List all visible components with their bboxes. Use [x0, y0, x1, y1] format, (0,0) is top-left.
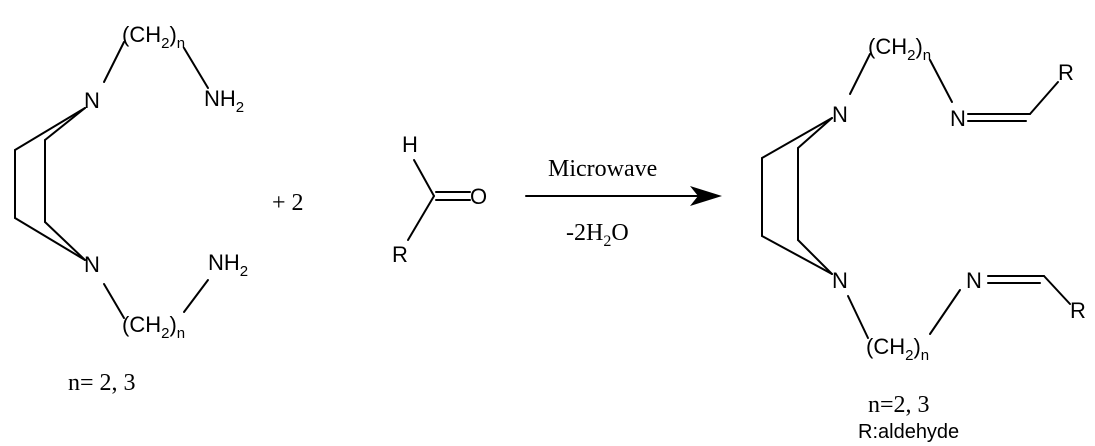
bond [103, 41, 125, 83]
subscript: 2 [161, 325, 169, 342]
r-group: R [392, 242, 408, 267]
h-atom: H [402, 132, 418, 157]
subscript: n [921, 347, 929, 364]
bond [1043, 275, 1071, 305]
chain-close: ) [169, 312, 176, 337]
chain-close: ) [169, 22, 176, 47]
bond [849, 53, 871, 95]
chain-text: (CH [122, 22, 161, 47]
condition-below: -2H2O [566, 220, 629, 250]
reaction-arrow: Microwave -2H2O [525, 156, 722, 250]
subscript: n [177, 325, 185, 342]
condition-above: Microwave [548, 156, 657, 182]
bond [847, 295, 869, 339]
n-atom-bottom: N [832, 268, 848, 293]
bond [103, 283, 125, 319]
bond [797, 239, 833, 275]
ch2n-label-bottom: (CH2)n [866, 334, 929, 364]
subscript: n [923, 47, 931, 64]
chain-close: ) [913, 334, 920, 359]
bond [1029, 81, 1059, 115]
amine-text: NH [208, 250, 240, 275]
r-group-bottom: R [1070, 298, 1086, 323]
stoichiometric-coefficient: + 2 [272, 190, 304, 216]
subscript: n [177, 35, 185, 52]
n-atom-top: N [84, 88, 100, 113]
n-atom-top: N [832, 102, 848, 127]
bond [44, 221, 86, 261]
condition-text: -2H [566, 220, 603, 246]
chain-text: (CH [868, 34, 907, 59]
bond [407, 195, 435, 241]
nh2-label-top: NH2 [204, 86, 244, 116]
subscript: 2 [236, 99, 244, 116]
bond [797, 117, 833, 149]
imine-n-top: N [950, 106, 966, 131]
bond [14, 217, 86, 261]
subscript: 2 [240, 263, 248, 280]
subscript: 2 [603, 233, 611, 250]
bond [44, 107, 86, 141]
bond [183, 47, 209, 89]
subscript: 2 [161, 35, 169, 52]
subscript: 2 [905, 347, 913, 364]
imine-n-bottom: N [966, 268, 982, 293]
r-group-top: R [1058, 60, 1074, 85]
reactant-aldehyde: H O R [392, 132, 487, 267]
product-caption: n=2, 3 [868, 392, 930, 418]
reactant-caption: n= 2, 3 [68, 370, 136, 396]
chain-close: ) [915, 34, 922, 59]
chain-text: (CH [866, 334, 905, 359]
ch2n-label-bottom: (CH2)n [122, 312, 185, 342]
bond [761, 235, 833, 275]
ch2n-label-top: (CH2)n [868, 34, 931, 64]
bond [413, 159, 435, 197]
bond [929, 59, 953, 103]
product-diimine: N N N N R R (CH2)n (CH2)n n=2, 3 R:aldeh… [761, 34, 1086, 443]
subscript: 2 [907, 47, 915, 64]
bond [14, 107, 86, 151]
product-footnote: R:aldehyde [858, 421, 959, 443]
amine-text: NH [204, 86, 236, 111]
chain-text: (CH [122, 312, 161, 337]
condition-text: O [611, 220, 628, 246]
ch2n-label-top: (CH2)n [122, 22, 185, 52]
bond [929, 289, 961, 335]
nh2-label-bottom: NH2 [208, 250, 248, 280]
n-atom-bottom: N [84, 252, 100, 277]
arrow-head [690, 186, 722, 206]
bond [761, 117, 833, 159]
bond [183, 279, 209, 313]
reactant-diamine: N N (CH2)n NH2 NH2 (CH2)n n= 2, 3 [14, 22, 248, 396]
o-atom: O [470, 184, 487, 209]
